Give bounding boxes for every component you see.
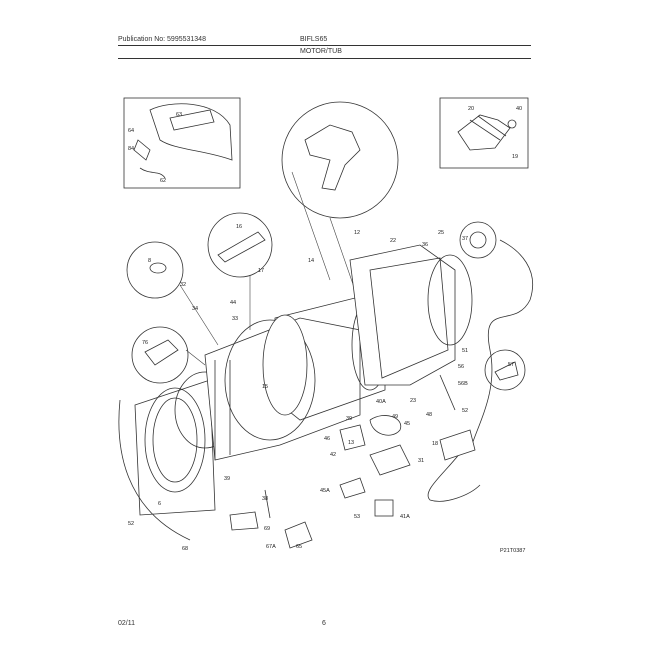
callout-84: 84 — [128, 146, 134, 152]
header-rule-bottom — [118, 58, 531, 59]
model-number: BIFLS65 — [300, 36, 328, 43]
callout-20: 20 — [468, 106, 474, 112]
callout-53: 53 — [354, 514, 360, 520]
callout-16: 16 — [236, 224, 242, 230]
detail-circle-hose-end — [484, 349, 526, 391]
drawing-id: P21T0387 — [500, 548, 525, 554]
callout-56b: 56B — [458, 381, 468, 387]
magnified-detail-circle — [281, 101, 399, 291]
callout-23: 23 — [410, 398, 416, 404]
header-rule-top — [118, 45, 531, 46]
lower-components — [229, 374, 476, 549]
callout-labels: 64 63 84 62 20 40 19 12 22 36 25 37 16 1… — [128, 106, 525, 554]
callout-19: 19 — [512, 154, 518, 160]
front-tub-ring — [118, 371, 236, 541]
callout-34: 34 — [192, 306, 198, 312]
callout-6: 6 — [158, 501, 161, 507]
publication-number: Publication No: 5995531348 — [118, 36, 206, 43]
callout-45: 45 — [404, 421, 410, 427]
callout-22: 22 — [390, 238, 396, 244]
callout-40a: 40A — [376, 399, 386, 405]
callout-40: 40 — [516, 106, 522, 112]
callout-12: 12 — [354, 230, 360, 236]
callout-13: 13 — [348, 440, 354, 446]
callout-52b: 52 — [128, 521, 134, 527]
callout-49: 49 — [392, 414, 398, 420]
rear-tub — [349, 244, 473, 386]
callout-57: 57 — [508, 362, 514, 368]
callout-68: 68 — [182, 546, 188, 552]
callout-17: 17 — [258, 268, 264, 274]
callout-15: 15 — [262, 384, 268, 390]
callout-63: 63 — [176, 112, 182, 118]
drain-hose — [427, 239, 534, 502]
callout-52: 52 — [462, 408, 468, 414]
callout-39: 39 — [346, 416, 352, 422]
inset-boot-clamp — [123, 97, 241, 189]
footer-page: 6 — [322, 620, 326, 627]
callout-67a: 67A — [266, 544, 276, 550]
callout-62: 62 — [160, 178, 166, 184]
callout-64: 64 — [128, 128, 134, 134]
callout-44: 44 — [230, 300, 236, 306]
callout-37: 37 — [462, 236, 468, 242]
callout-14: 14 — [308, 258, 314, 264]
callout-41a: 41A — [400, 514, 410, 520]
callout-8: 8 — [148, 258, 151, 264]
callout-48: 48 — [426, 412, 432, 418]
callout-42: 42 — [330, 452, 336, 458]
section-title: MOTOR/TUB — [300, 48, 342, 55]
callout-25: 25 — [438, 230, 444, 236]
detail-circle-spring — [207, 212, 273, 330]
detail-circle-clip — [126, 241, 219, 346]
callout-38: 38 — [262, 496, 268, 502]
callout-51: 51 — [462, 348, 468, 354]
callout-65: 65 — [296, 544, 302, 550]
detail-circle-pump — [459, 221, 497, 259]
callout-56: 56 — [458, 364, 464, 370]
detail-circle-bracket — [131, 326, 206, 384]
callout-33: 33 — [232, 316, 238, 322]
callout-46: 46 — [324, 436, 330, 442]
callout-45a: 45A — [320, 488, 330, 494]
inset-valve — [439, 97, 529, 169]
callout-76: 76 — [142, 340, 148, 346]
callout-31: 31 — [418, 458, 424, 464]
callout-36: 36 — [422, 242, 428, 248]
callout-39b: 39 — [224, 476, 230, 482]
callout-18: 18 — [432, 441, 438, 447]
footer-date: 02/11 — [118, 620, 135, 627]
callout-69: 69 — [264, 526, 270, 532]
callout-32: 32 — [180, 282, 186, 288]
